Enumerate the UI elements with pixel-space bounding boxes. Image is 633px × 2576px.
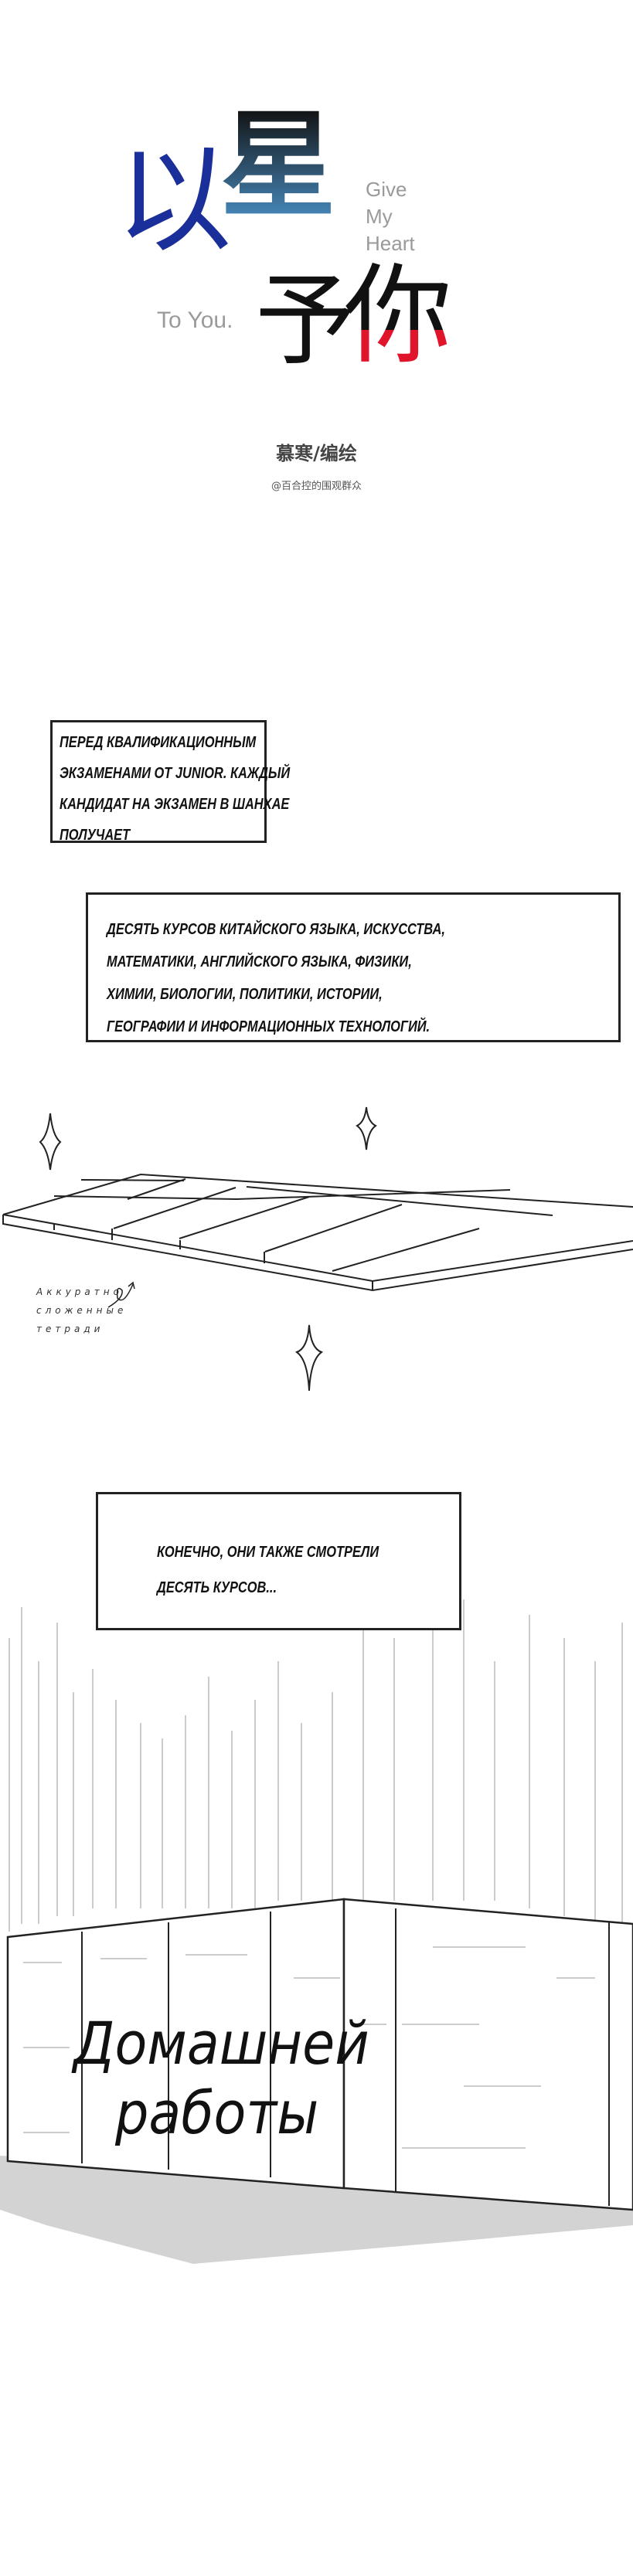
caption-line: МАТЕМАТИКИ, АНГЛИЙСКОГО ЯЗЫКА, ФИЗИКИ, bbox=[107, 953, 412, 970]
subtitle-line: My bbox=[366, 205, 393, 228]
caption-box-3: КОНЕЧНО, ОНИ ТАКЖЕ СМОТРЕЛИ ДЕСЯТЬ КУРСО… bbox=[96, 1492, 461, 1630]
sparkle-icon bbox=[356, 1106, 377, 1150]
caption-line: ДЕСЯТЬ КУРСОВ... bbox=[157, 1579, 277, 1596]
subtitle-line: Give bbox=[366, 178, 407, 201]
caption-box-2: ДЕСЯТЬ КУРСОВ КИТАЙСКОГО ЯЗЫКА, ИСКУССТВ… bbox=[86, 892, 621, 1042]
caption-line: ПЕРЕД КВАЛИФИКАЦИОННЫМ bbox=[60, 734, 257, 751]
caption-box-1: ПЕРЕД КВАЛИФИКАЦИОННЫМ ЭКЗАМЕНАМИ ОТ JUN… bbox=[50, 720, 290, 844]
notebooks-note: Аккуратно сложенные тетради bbox=[36, 1283, 127, 1338]
speed-lines bbox=[9, 1599, 623, 1932]
sparkle-icon bbox=[39, 1113, 62, 1171]
title-char-yu: 予 bbox=[255, 262, 356, 379]
subtitle-line: Heart bbox=[366, 232, 415, 255]
translator-credit: @百合控的围观群众 bbox=[271, 481, 362, 492]
note-line: Аккуратно bbox=[36, 1286, 123, 1297]
homework-sign-line: работы bbox=[115, 2078, 319, 2147]
subtitle-to-you: To You. bbox=[157, 308, 233, 333]
caption-line: КОНЕЧНО, ОНИ ТАКЖЕ СМОТРЕЛИ bbox=[157, 1544, 379, 1561]
caption-line: ХИМИИ, БИОЛОГИИ, ПОЛИТИКИ, ИСТОРИИ, bbox=[107, 986, 383, 1003]
homework-sign: Домашней работы bbox=[73, 2009, 369, 2148]
notebooks-stack bbox=[2, 1173, 633, 1292]
caption-line: ДЕСЯТЬ КУРСОВ КИТАЙСКОГО ЯЗЫКА, ИСКУССТВ… bbox=[107, 921, 445, 938]
sparkle-icon bbox=[294, 1324, 324, 1392]
title-char-yi: 以 bbox=[116, 134, 233, 268]
caption-line: ГЕОГРАФИИ И ИНФОРМАЦИОННЫХ ТЕХНОЛОГИЙ. bbox=[107, 1018, 431, 1035]
author-credit: 慕寒/编绘 bbox=[276, 443, 357, 464]
subtitle-give-my-heart: Give My Heart bbox=[366, 176, 415, 257]
homework-cube bbox=[6, 1898, 633, 2211]
title-char-ni: 你 bbox=[344, 253, 453, 379]
note-line: сложенные bbox=[36, 1305, 128, 1316]
caption-line: ПОЛУЧАЕТ bbox=[60, 827, 131, 844]
title-char-xing: 星 bbox=[220, 99, 337, 233]
paper-texture bbox=[23, 1946, 595, 2149]
note-line: тетради bbox=[36, 1324, 104, 1334]
homework-sign-line: Домашней bbox=[73, 2009, 369, 2078]
